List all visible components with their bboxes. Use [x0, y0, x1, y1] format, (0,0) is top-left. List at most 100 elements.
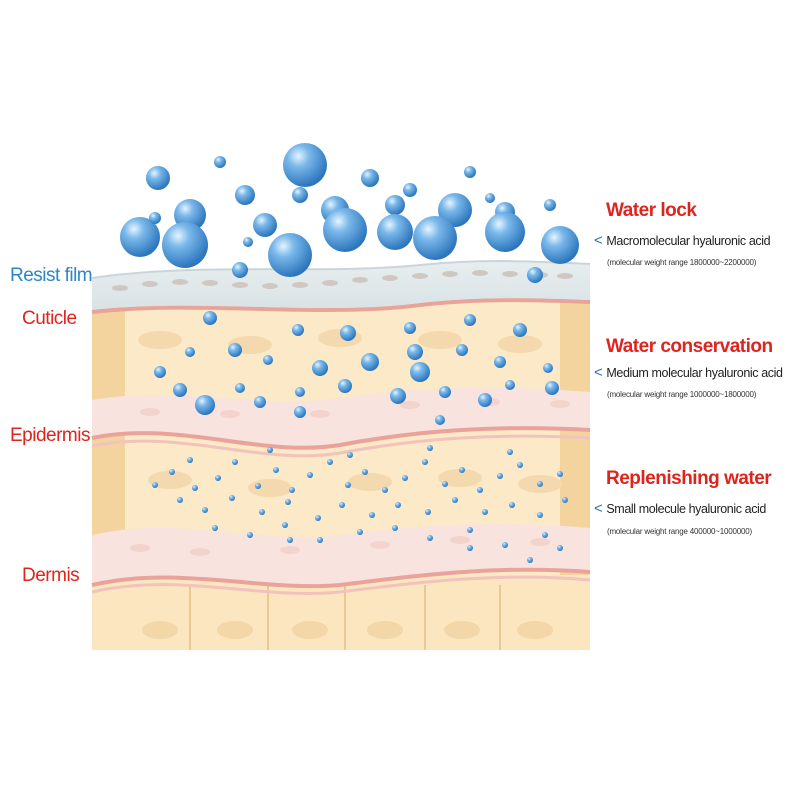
bubble-icon — [562, 497, 568, 503]
annotation-2-subtitle: <Medium molecular hyaluronic acid — [594, 364, 783, 381]
bubble-icon — [292, 187, 308, 203]
bubble-icon — [385, 195, 405, 215]
epidermis-band — [92, 387, 590, 448]
bubble-icon — [267, 447, 273, 453]
bubble-icon — [152, 482, 158, 488]
bubble-icon — [361, 169, 379, 187]
bubble-icon — [435, 415, 445, 425]
annotation-1-title: Water lock — [606, 200, 697, 221]
bubble-icon — [537, 512, 543, 518]
chevron-left-icon: < — [594, 232, 603, 249]
bubble-icon — [268, 233, 312, 277]
bubble-icon — [537, 481, 543, 487]
bubble-icon — [438, 193, 472, 227]
bubble-icon — [467, 527, 473, 533]
bubble-icon — [169, 469, 175, 475]
bubble-icon — [509, 502, 515, 508]
bubble-icon — [459, 467, 465, 473]
resist-film — [92, 261, 590, 310]
bubble-icon — [232, 459, 238, 465]
bubble-icon — [485, 212, 525, 252]
annotation-1-subtitle: <Macromolecular hyaluronic acid — [594, 232, 771, 249]
annotation-3-title: Replenishing water — [606, 468, 772, 489]
bubble-icon — [439, 386, 451, 398]
bubble-icon — [377, 214, 413, 250]
bubble-icon — [369, 512, 375, 518]
bubble-icon — [422, 459, 428, 465]
bubble-icon — [442, 481, 448, 487]
bubble-icon — [120, 217, 160, 257]
bubble-icon — [187, 457, 193, 463]
bubble-icon — [402, 475, 408, 481]
bubble-icon — [347, 452, 353, 458]
bubble-icon — [202, 507, 208, 513]
bubble-icon — [392, 525, 398, 531]
bubble-icon — [413, 216, 457, 260]
bubble-icon — [482, 509, 488, 515]
bubble-icon — [295, 387, 305, 397]
bubble-icon — [229, 495, 235, 501]
hyaluronic-molecules — [120, 143, 579, 563]
annotation-2-note: (molecular weight range 1000000~1800000) — [607, 390, 757, 399]
bubble-icon — [253, 213, 277, 237]
bubble-icon — [292, 324, 304, 336]
bubble-icon — [317, 537, 323, 543]
bubble-icon — [467, 545, 473, 551]
bubble-icon — [339, 502, 345, 508]
bubble-icon — [228, 343, 242, 357]
bubble-icon — [273, 467, 279, 473]
bubble-icon — [541, 226, 579, 264]
bubble-icon — [338, 379, 352, 393]
dermis-cells — [92, 575, 590, 650]
annotation-2-title: Water conservation — [606, 336, 773, 357]
bubble-icon — [362, 469, 368, 475]
bubble-icon — [544, 199, 556, 211]
bubble-icon — [425, 509, 431, 515]
bubble-icon — [289, 487, 295, 493]
bubble-icon — [478, 393, 492, 407]
bubble-icon — [294, 406, 306, 418]
bubble-icon — [517, 462, 523, 468]
bubble-icon — [185, 347, 195, 357]
bubble-icon — [285, 499, 291, 505]
bubble-icon — [312, 360, 328, 376]
bubble-icon — [542, 532, 548, 538]
bubble-icon — [557, 471, 563, 477]
bubble-icon — [427, 535, 433, 541]
bubble-icon — [505, 380, 515, 390]
bubble-icon — [427, 445, 433, 451]
bubble-icon — [247, 532, 253, 538]
chevron-left-icon: < — [594, 500, 603, 517]
bubble-icon — [149, 212, 161, 224]
bubble-icon — [543, 363, 553, 373]
bubble-icon — [243, 237, 253, 247]
annotation-3-subtitle: <Small molecule hyaluronic acid — [594, 500, 766, 517]
bubble-icon — [395, 502, 401, 508]
label-dermis: Dermis — [22, 565, 80, 586]
bubble-icon — [456, 344, 468, 356]
bubble-icon — [323, 208, 367, 252]
bubble-icon — [452, 497, 458, 503]
label-resist-film: Resist film — [10, 265, 93, 286]
bubble-icon — [235, 185, 255, 205]
annotation-1-note: (molecular weight range 1800000~2200000) — [607, 258, 757, 267]
bubble-icon — [403, 183, 417, 197]
bubble-icon — [192, 485, 198, 491]
bubble-icon — [513, 323, 527, 337]
bubble-icon — [146, 166, 170, 190]
bubble-icon — [263, 355, 273, 365]
bubble-icon — [282, 522, 288, 528]
bubble-icon — [345, 482, 351, 488]
bubble-icon — [357, 529, 363, 535]
bubble-icon — [287, 537, 293, 543]
bubble-icon — [545, 381, 559, 395]
bubble-icon — [215, 475, 221, 481]
bubble-icon — [315, 515, 321, 521]
bubble-icon — [173, 383, 187, 397]
bubble-icon — [235, 383, 245, 393]
bubble-icon — [259, 509, 265, 515]
bubble-icon — [327, 459, 333, 465]
bubble-icon — [507, 449, 513, 455]
